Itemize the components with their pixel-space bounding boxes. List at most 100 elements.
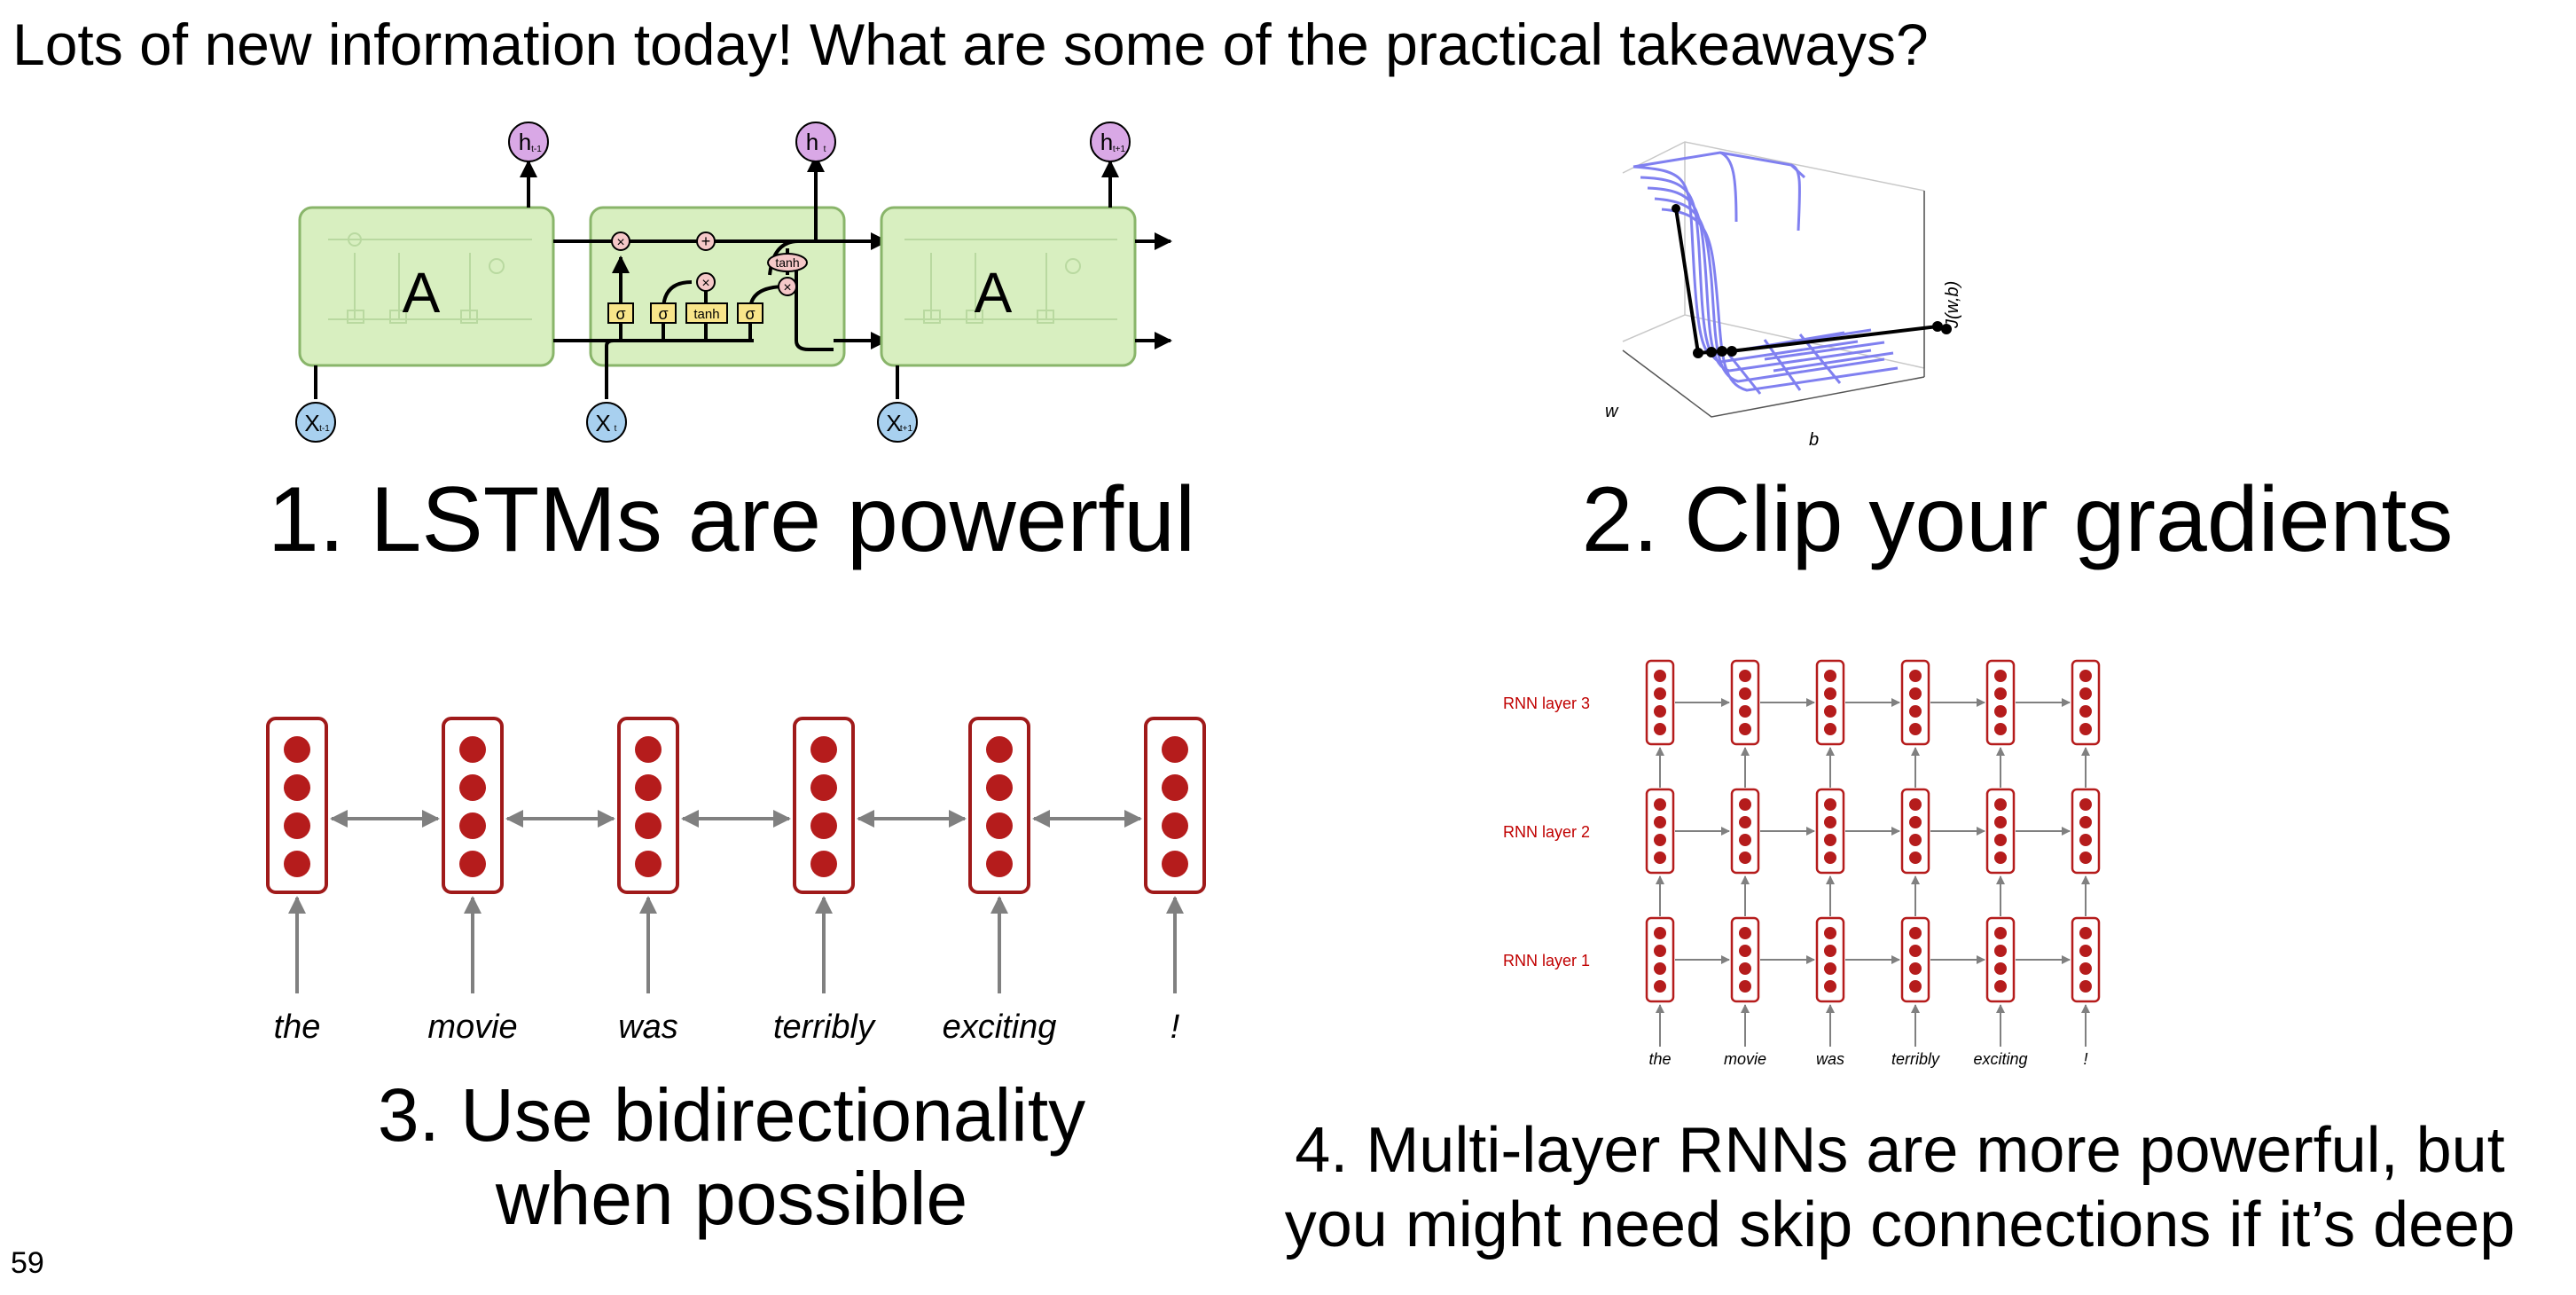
- rnn-cell-box: [617, 717, 679, 894]
- rnn-neuron: [1994, 723, 2007, 735]
- rnn-neuron: [2079, 798, 2092, 811]
- takeaway-4-caption: 4. Multi-layer RNNs are more powerful, b…: [1224, 1113, 2576, 1262]
- svg-text:+: +: [701, 232, 711, 250]
- svg-text:h: h: [519, 129, 531, 155]
- rnn-neuron: [1654, 687, 1666, 700]
- rnn-neuron: [986, 812, 1013, 839]
- rnn-neuron: [1739, 980, 1751, 993]
- rnn-neuron: [1994, 834, 2007, 846]
- rnn-neuron: [284, 812, 310, 839]
- rnn-neuron: [1654, 705, 1666, 718]
- svg-text:h: h: [1100, 129, 1113, 155]
- gradient-path: [1672, 204, 1952, 358]
- rnn-cell-box: [1815, 659, 1845, 746]
- rnn-neuron: [1909, 798, 1922, 811]
- rnn-neuron: [810, 812, 837, 839]
- rnn-cell-box: [1985, 659, 2016, 746]
- rnn-neuron: [1824, 670, 1836, 682]
- rnn-neuron: [1739, 670, 1751, 682]
- rnn-neuron: [1824, 980, 1836, 993]
- rnn-cell-box: [1985, 916, 2016, 1003]
- svg-text:×: ×: [783, 280, 791, 295]
- rnn-cell-box: [1645, 659, 1675, 746]
- input-word: movie: [427, 1009, 517, 1046]
- rnn-cell-box: [1730, 659, 1760, 746]
- rnn-neuron: [1739, 834, 1751, 846]
- rnn-neuron: [810, 736, 837, 763]
- rnn-neuron: [1739, 816, 1751, 828]
- rnn-cell-box: [1985, 788, 2016, 875]
- rnn-neuron: [1994, 798, 2007, 811]
- rnn-neuron: [1739, 723, 1751, 735]
- rnn-neuron: [1994, 687, 2007, 700]
- slide-title: Lots of new information today! What are …: [12, 12, 1929, 77]
- rnn-layer-label: RNN layer 2: [1503, 823, 1590, 841]
- svg-text:t-1: t-1: [319, 424, 330, 434]
- rnn-neuron: [1909, 816, 1922, 828]
- rnn-neuron: [1739, 687, 1751, 700]
- output-node-h-t1: h t+1: [1090, 122, 1131, 162]
- rnn-neuron: [1162, 736, 1188, 763]
- gradient-clipping-plot: w b J(w,b): [1605, 141, 1962, 450]
- svg-text:t: t: [615, 424, 617, 434]
- rnn-neuron: [986, 774, 1013, 801]
- input-word: movie: [1724, 1050, 1766, 1068]
- takeaway-1-caption: 1. LSTMs are powerful: [267, 468, 1196, 571]
- input-word: terribly: [1891, 1050, 1940, 1068]
- lstm-cell-middle: × + × × tanh σ σ tanh: [553, 154, 889, 367]
- svg-text:tanh: tanh: [775, 255, 799, 270]
- rnn-neuron: [1654, 852, 1666, 864]
- cost-surface: [1633, 151, 1899, 395]
- rnn-neuron: [1824, 852, 1836, 864]
- rnn-neuron: [1994, 962, 2007, 975]
- axis-label-w: w: [1605, 402, 1619, 421]
- rnn-neuron: [1654, 962, 1666, 975]
- rnn-cell-box: [1900, 788, 1930, 875]
- rnn-layer-label: RNN layer 3: [1503, 695, 1590, 712]
- rnn-neuron: [1739, 927, 1751, 939]
- input-word: !: [2083, 1050, 2087, 1068]
- rnn-neuron: [635, 851, 662, 877]
- bidir-rnn-cell: exciting: [943, 717, 1056, 1046]
- rnn-neuron: [1994, 670, 2007, 682]
- input-word: was: [1816, 1050, 1844, 1068]
- svg-text:t+1: t+1: [1113, 145, 1126, 154]
- rnn-cell-box: [1645, 788, 1675, 875]
- takeaway-3-line-1: 3. Use bidirectionality: [377, 1073, 1086, 1157]
- rnn-cell-box: [1900, 916, 1930, 1003]
- rnn-cell-box: [1900, 659, 1930, 746]
- rnn-cell-box: [2071, 916, 2101, 1003]
- rnn-neuron: [1909, 834, 1922, 846]
- pointwise-multiply-output: ×: [778, 277, 797, 296]
- rnn-cell-box: [1730, 916, 1760, 1003]
- svg-text:×: ×: [701, 276, 709, 291]
- lstm-cell-left-label: A: [403, 261, 441, 325]
- rnn-neuron: [1909, 705, 1922, 718]
- rnn-neuron: [1994, 705, 2007, 718]
- rnn-neuron: [2079, 852, 2092, 864]
- rnn-neuron: [459, 736, 486, 763]
- slide-number: 59: [11, 1246, 44, 1280]
- pointwise-multiply-input: ×: [696, 272, 716, 292]
- rnn-cell-box: [2071, 788, 2101, 875]
- bidir-rnn-cell: terribly: [773, 717, 876, 1046]
- rnn-neuron: [1739, 852, 1751, 864]
- lstm-cell-right-label: A: [975, 261, 1013, 325]
- takeaway-4-line-2: you might need skip connections if it’s …: [1284, 1189, 2516, 1261]
- rnn-neuron: [2079, 705, 2092, 718]
- rnn-neuron: [1909, 962, 1922, 975]
- rnn-neuron: [1909, 980, 1922, 993]
- rnn-neuron: [1162, 774, 1188, 801]
- rnn-neuron: [1654, 816, 1666, 828]
- rnn-neuron: [284, 774, 310, 801]
- rnn-neuron: [1909, 670, 1922, 682]
- output-node-h-t: h t: [795, 122, 836, 162]
- rnn-neuron: [1739, 798, 1751, 811]
- output-node-h-t-1: h t-1: [508, 122, 549, 162]
- rnn-neuron: [1654, 945, 1666, 957]
- svg-text:X: X: [595, 410, 610, 436]
- rnn-cell-box: [1144, 717, 1206, 894]
- rnn-neuron: [2079, 723, 2092, 735]
- rnn-neuron: [284, 736, 310, 763]
